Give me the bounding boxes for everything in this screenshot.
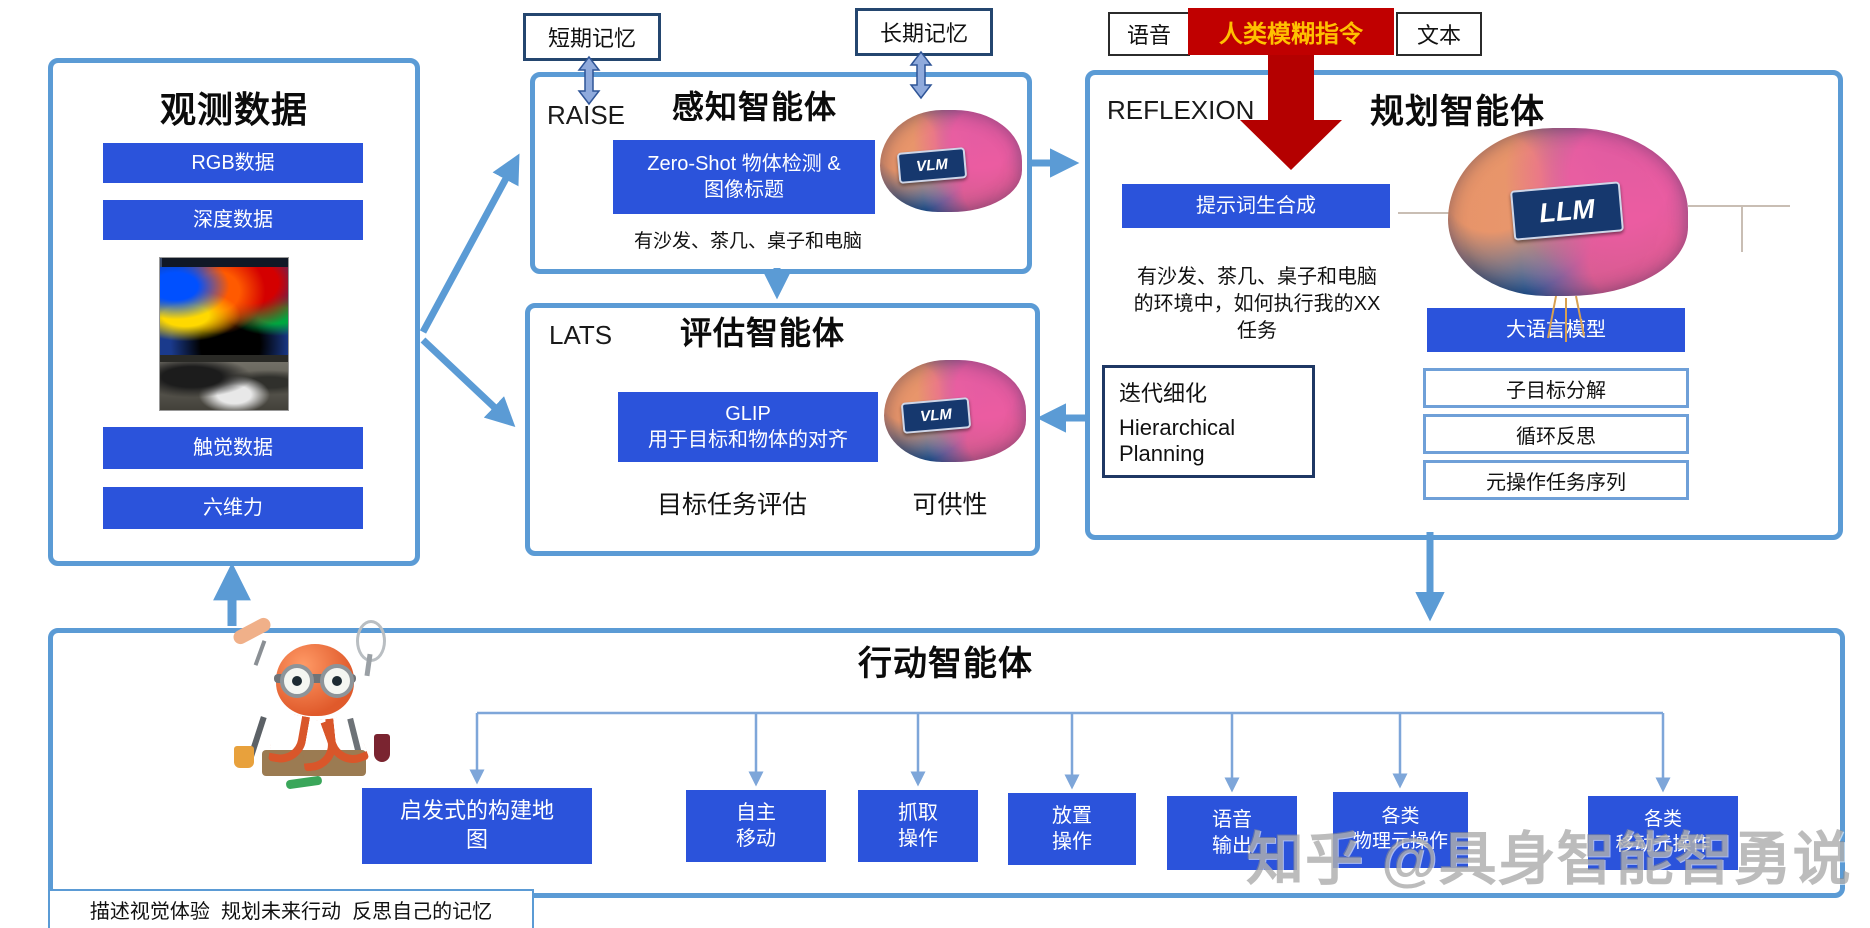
perception-tag: RAISE [547, 100, 626, 130]
planning-note-line2: Hierarchical Planning [1119, 415, 1236, 467]
node-zero-shot-detection-label: Zero-Shot 物体检测 & 图像标题 [647, 153, 841, 201]
octopus-eye-right [320, 664, 354, 698]
node-prompt-synthesis-label: 提示词生合成 [1196, 195, 1316, 217]
node-large-language-model-label: 大语言模型 [1506, 319, 1606, 341]
vlm-chip-label: VLM [915, 155, 949, 176]
node-glip-alignment: GLIP 用于目标和物体的对齐 [618, 392, 878, 462]
node-zero-shot-detection: Zero-Shot 物体检测 & 图像标题 [613, 140, 875, 214]
node-various-mobile-meta-ops-label: 各类 移动元操作 [1615, 809, 1711, 855]
tool-board [262, 750, 366, 776]
evaluation-caption-left: 目标任务评估 [656, 491, 807, 519]
node-heuristic-map-building: 启发式的构建地 图 [362, 788, 592, 864]
short-term-memory-label: 短期记忆 [547, 26, 636, 51]
zhihu-watermark: 知乎 @具身智能智勇说 [1246, 827, 1852, 892]
node-depth-data: 深度数据 [103, 200, 363, 240]
planning-tag: REFLEXION [1107, 95, 1255, 125]
node-various-mobile-meta-ops: 各类 移动元操作 [1588, 796, 1738, 870]
planning-context-text: 有沙发、茶几、桌子和电脑 的环境中，如何执行我的XX 任务 [1133, 266, 1381, 342]
long-term-memory-box: 长期记忆 [855, 8, 993, 56]
octopus-goggle-band [274, 674, 356, 683]
node-autonomous-movement-label: 自主 移动 [736, 802, 776, 850]
vlm-chip-2: VLM [900, 397, 972, 434]
node-autonomous-movement: 自主 移动 [686, 790, 826, 862]
node-various-physical-meta-ops: 各类 物理元操作 [1333, 792, 1468, 868]
octopus-illustration [228, 615, 403, 798]
planning-note-line1: 迭代细化 [1119, 380, 1208, 406]
human-fuzzy-instruction-box: 人类模糊指令 [1188, 8, 1394, 55]
node-meta-operation-sequence: 元操作任务序列 [1423, 460, 1689, 500]
node-heuristic-map-building-label: 启发式的构建地 图 [399, 798, 554, 852]
vlm-chip: VLM [896, 147, 968, 184]
node-loop-reflection-label: 循环反思 [1516, 425, 1596, 448]
node-meta-operation-sequence-label: 元操作任务序列 [1486, 471, 1626, 494]
node-place-operation-label: 放置 操作 [1052, 805, 1092, 853]
node-large-language-model: 大语言模型 [1427, 308, 1685, 352]
long-term-memory-label: 长期记忆 [879, 21, 968, 46]
node-voice-output: 语音 输出 [1167, 796, 1297, 870]
perception-title: 感知智能体 [672, 89, 838, 125]
node-grasp-operation-label: 抓取 操作 [898, 802, 938, 850]
node-glip-alignment-label: GLIP 用于目标和物体的对齐 [648, 403, 848, 451]
tool-green [285, 775, 323, 790]
vlm-chip-2-label: VLM [919, 405, 953, 426]
paint-roller-handle [253, 640, 267, 666]
evaluation-title: 评估智能体 [680, 315, 846, 351]
node-prompt-synthesis: 提示词生合成 [1122, 184, 1390, 228]
depth-image-toolbar [160, 258, 288, 267]
text-input-box: 文本 [1396, 12, 1482, 56]
node-six-axis-force-label: 六维力 [203, 497, 263, 519]
planning-title: 规划智能体 [1370, 93, 1545, 131]
paint-roller-icon [231, 615, 273, 647]
node-rgb-data-label: RGB数据 [191, 152, 275, 174]
octopus-eye-left [280, 664, 314, 698]
node-rgb-data: RGB数据 [103, 143, 363, 183]
node-subgoal-decomposition-label: 子目标分解 [1506, 379, 1606, 402]
action-title: 行动智能体 [858, 645, 1033, 683]
evaluation-tag: LATS [549, 320, 613, 350]
node-various-physical-meta-ops-label: 各类 物理元操作 [1352, 806, 1448, 852]
evaluation-caption-right: 可供性 [912, 491, 988, 519]
depth-heatmap [160, 267, 288, 355]
node-subgoal-decomposition: 子目标分解 [1423, 368, 1689, 408]
planning-note-box: 迭代细化 Hierarchical Planning [1102, 365, 1315, 478]
text-input-label: 文本 [1416, 23, 1461, 48]
arrow-observation-to-perception [419, 153, 520, 334]
short-term-memory-box: 短期记忆 [523, 13, 661, 61]
node-depth-data-label: 深度数据 [193, 209, 273, 231]
node-six-axis-force: 六维力 [103, 487, 363, 529]
octopus-pupil [332, 676, 342, 686]
llm-chip-label: LLM [1538, 193, 1596, 228]
footer-caption-box: 描述视觉体验 规划未来行动 反思自己的记忆 [48, 889, 534, 928]
arrow-observation-to-evaluation [420, 337, 516, 428]
depth-photo-scene [160, 355, 288, 410]
observation-title: 观测数据 [159, 89, 308, 130]
llm-chip: LLM [1510, 181, 1624, 241]
human-fuzzy-instruction-label: 人类模糊指令 [1219, 21, 1363, 48]
voice-input-label: 语音 [1126, 23, 1171, 48]
node-tactile-data-label: 触觉数据 [193, 437, 273, 459]
node-loop-reflection: 循环反思 [1423, 414, 1689, 454]
perception-caption: 有沙发、茶几、桌子和电脑 [633, 231, 862, 252]
paint-jar [234, 746, 254, 768]
node-grasp-operation: 抓取 操作 [858, 790, 978, 862]
node-tactile-data: 触觉数据 [103, 427, 363, 469]
node-place-operation: 放置 操作 [1008, 793, 1136, 865]
node-voice-output-label: 语音 输出 [1212, 809, 1252, 857]
octopus-pupil [292, 676, 302, 686]
flask [374, 734, 390, 762]
footer-caption-label: 描述视觉体验 规划未来行动 反思自己的记忆 [89, 901, 493, 923]
depth-camera-image [160, 258, 288, 410]
voice-input-box: 语音 [1108, 12, 1190, 56]
